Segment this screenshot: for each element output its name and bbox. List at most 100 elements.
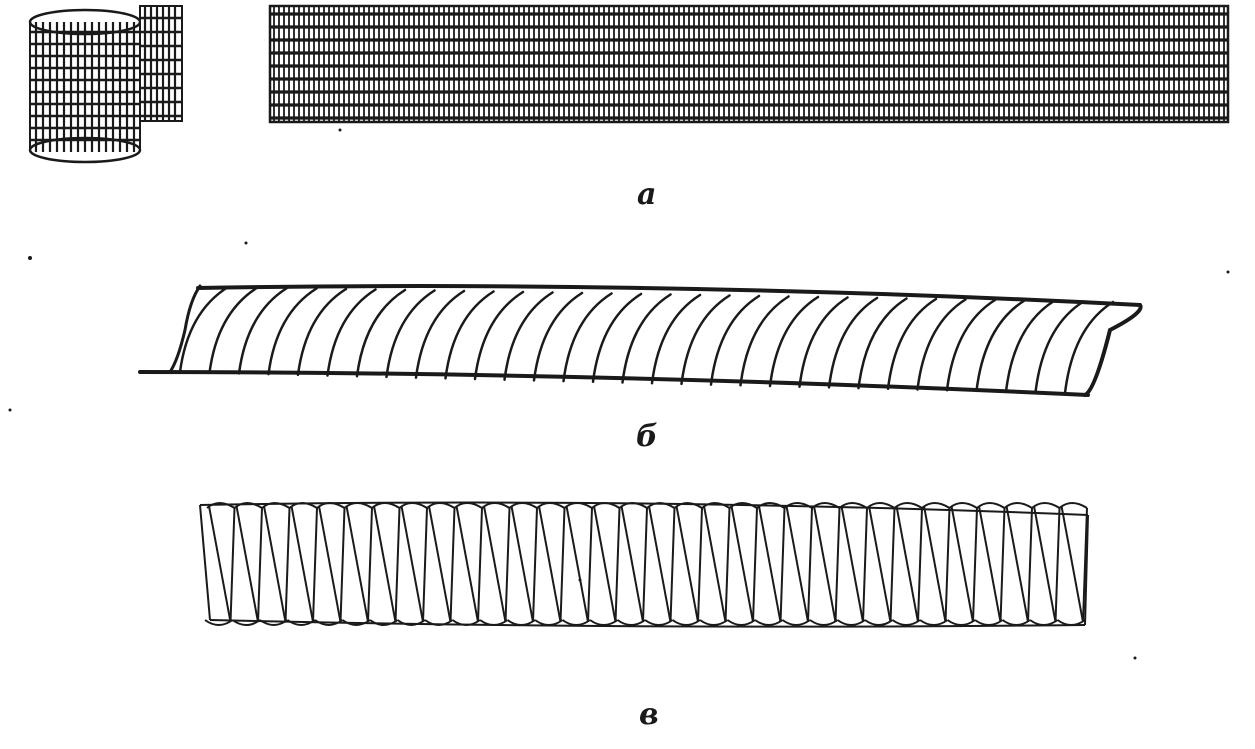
zigzag-bottom-loop (259, 619, 289, 626)
zigzag-bottom-loop (561, 619, 591, 626)
panel-v-zigzag-strip (199, 501, 1089, 628)
ladder-rung (1004, 299, 1056, 393)
zigzag-bottom-loop (369, 619, 399, 626)
zigzag-diagonal (1060, 505, 1084, 623)
ladder-rung (1063, 300, 1115, 395)
zigzag-diagonal (483, 505, 507, 623)
zigzag-top-loop (866, 502, 896, 509)
zigzag-top-loop (206, 502, 236, 509)
zigzag-diagonal (620, 505, 644, 623)
bandage-roll (28, 5, 183, 164)
zigzag-bottom-loop (616, 619, 646, 626)
zigzag-diagonal (593, 505, 617, 623)
zigzag-diagonal (504, 507, 511, 623)
zigzag-bottom-loop (836, 619, 866, 626)
ladder-rung (680, 294, 731, 386)
zigzag-diagonal (1027, 507, 1033, 623)
zigzag-bottom-loop (534, 619, 564, 626)
ladder-rung (1034, 300, 1085, 394)
zigzag-top-loop (233, 502, 263, 509)
zigzag-diagonal (208, 505, 232, 623)
zigzag-bottom-loop (699, 619, 729, 626)
zigzag-diagonal (675, 505, 699, 623)
ladder-rung (857, 297, 908, 390)
zigzag-top-loop (783, 502, 813, 509)
zigzag-diagonal (724, 507, 731, 623)
zigzag-diagonal (565, 505, 589, 623)
zigzag-bottom-loop (644, 619, 674, 626)
zigzag-top-loop (481, 502, 511, 509)
zigzag-diagonal (367, 507, 373, 623)
zigzag-top-loop (1031, 502, 1061, 509)
zigzag-top-loop (921, 502, 951, 509)
zigzag-bottom-loop (396, 619, 426, 626)
zigzag-diagonal (394, 507, 401, 623)
zigzag-bottom-loop (479, 619, 509, 626)
zigzag-diagonal (972, 507, 978, 623)
zigzag-diagonal (587, 507, 593, 623)
ladder-rung (296, 287, 348, 377)
ladder-rung (326, 288, 377, 377)
zigzag-diagonal (669, 507, 676, 623)
zigzag-diagonal (312, 507, 318, 623)
zigzag-diagonal (428, 505, 452, 623)
zigzag-bottom-loop (451, 619, 481, 626)
panel-label-a: а (637, 177, 657, 212)
zigzag-diagonal (895, 505, 919, 623)
zigzag-top-loop (728, 502, 758, 509)
zigzag-diagonal (257, 507, 263, 623)
zigzag-bottom-loop (314, 619, 344, 626)
zigzag-top-loop (1058, 502, 1088, 509)
zigzag-top-loop (288, 502, 318, 509)
zigzag-top-loop (453, 502, 483, 509)
zigzag-diagonal (477, 507, 483, 623)
zigzag-top-loop (426, 502, 456, 509)
zigzag-diagonal (614, 507, 621, 623)
zigzag-top-loop (646, 502, 676, 509)
ladder-rung (621, 293, 672, 384)
zigzag-diagonal (813, 505, 837, 623)
zigzag-bottom-loop (891, 619, 921, 626)
ladder-rung (975, 299, 1026, 393)
zigzag-diagonal (235, 505, 259, 623)
zigzag-bottom-loop (1056, 619, 1086, 626)
ladder-rung (916, 298, 967, 391)
zigzag-bottom-loop (919, 619, 949, 626)
ladder-rung (709, 294, 761, 386)
zigzag-diagonal (290, 505, 314, 623)
zigzag-bottom-loop (864, 619, 894, 626)
zigzag-diagonal (532, 507, 538, 623)
zigzag-top-loop (563, 502, 593, 509)
zigzag-diagonal (923, 505, 947, 623)
zigzag-bottom-loop (341, 619, 371, 626)
panel-label-b: б (636, 419, 658, 454)
zigzag-diagonal (807, 507, 813, 623)
zigzag-diagonal (779, 507, 786, 623)
zigzag-diagonal (510, 505, 534, 623)
zigzag-bottom-loop (286, 619, 316, 626)
zigzag-top-loop (1003, 502, 1033, 509)
ladder-rung (444, 290, 495, 380)
ladder-rung (532, 291, 584, 382)
ladder-rung (208, 286, 259, 374)
zigzag-diagonal (422, 507, 428, 623)
zigzag-top-loop (673, 502, 703, 509)
ladder-rung (798, 296, 849, 388)
zigzag-top-loop (343, 502, 373, 509)
zigzag-diagonal (697, 507, 703, 623)
panel-label-v: в (639, 697, 659, 732)
zigzag-top-loop (756, 502, 786, 509)
ladder-rung (237, 286, 289, 375)
ladder-rung (385, 289, 436, 379)
zigzag-diagonal (339, 507, 346, 623)
zigzag-diagonal (834, 507, 841, 623)
zigzag-top-loop (398, 502, 428, 509)
zigzag-bottom-loop (506, 619, 536, 626)
ladder-rung (591, 292, 643, 384)
zigzag-diagonal (730, 505, 754, 623)
ladder-rung (886, 297, 938, 391)
bandage-strip (268, 4, 1230, 124)
zigzag-top-loop (976, 502, 1006, 509)
zigzag-top-loop (893, 502, 923, 509)
